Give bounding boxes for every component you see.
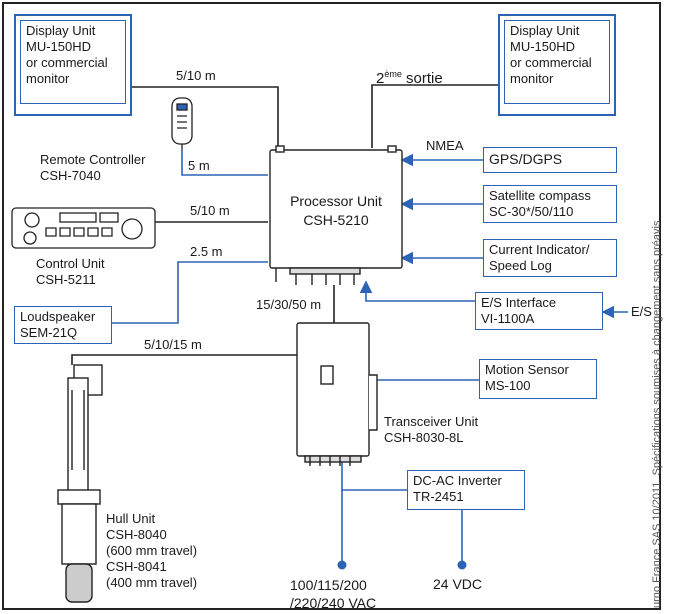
remote-controller-model: CSH-7040 xyxy=(40,168,101,183)
satellite-compass-name: Satellite compass xyxy=(489,188,591,203)
side-copyright-note: urno France SAS 10/2011. Spécifications … xyxy=(651,220,663,608)
cable-display-left xyxy=(132,86,279,148)
hull-unit-travel-b: (400 mm travel) xyxy=(106,575,198,590)
hull-unit-travel-a: (600 mm travel) xyxy=(106,543,198,558)
remote-cable-length: 5 m xyxy=(188,158,210,173)
gps-name: GPS/DGPS xyxy=(489,151,563,167)
hull-unit-label: Hull Unit CSH-8040 (600 mm travel) CSH-8… xyxy=(106,511,197,591)
dc-power-terminal xyxy=(457,560,467,570)
hull-unit-model-a: CSH-8040 xyxy=(106,527,167,542)
current-indicator-name: Current Indicator/ xyxy=(489,242,590,257)
remote-controller-name: Remote Controller xyxy=(40,152,146,167)
motion-sensor-model: MS-100 xyxy=(485,378,531,393)
blue-cables xyxy=(112,150,628,563)
processor-unit-name: Processor Unit xyxy=(290,193,382,209)
display-left-line2: MU-150HD xyxy=(26,39,92,54)
cable-es-interface xyxy=(359,280,475,302)
ac-power-line2: /220/240 VAC xyxy=(290,595,377,611)
satellite-compass-box: Satellite compass SC-30*/50/110 xyxy=(483,185,617,223)
cable-length-top: 5/10 m xyxy=(176,68,216,83)
motion-sensor-name: Motion Sensor xyxy=(485,362,569,377)
processor-unit-label: Processor Unit CSH-5210 xyxy=(270,192,402,230)
inverter-box: DC-AC Inverter TR-2451 xyxy=(407,470,525,510)
motion-sensor-box: Motion Sensor MS-100 xyxy=(479,359,597,399)
loudspeaker-cable-length: 2.5 m xyxy=(190,244,223,259)
transceiver-unit-drawing xyxy=(296,322,378,466)
ac-power-label: 100/115/200 /220/240 VAC xyxy=(290,576,376,612)
processor-unit-model: CSH-5210 xyxy=(303,212,369,228)
transceiver-unit-model: CSH-8030-8L xyxy=(384,430,464,445)
hull-unit-model-b: CSH-8041 xyxy=(106,559,167,574)
ac-power-terminal xyxy=(337,560,347,570)
es-interface-box: E/S Interface VI-1100A xyxy=(475,292,603,330)
hull-unit-drawing xyxy=(57,364,103,603)
es-interface-name: E/S Interface xyxy=(481,295,557,310)
cable-display-right xyxy=(371,84,498,148)
display-unit-left: Display Unit MU-150HD or commercial moni… xyxy=(14,14,132,116)
display-right-line1: Display Unit xyxy=(510,23,580,38)
gps-box: GPS/DGPS xyxy=(483,147,617,173)
cable-inverter xyxy=(341,460,407,491)
display-unit-right-screen: Display Unit MU-150HD or commercial moni… xyxy=(504,20,610,104)
remote-controller-drawing xyxy=(171,97,193,150)
current-indicator-box: Current Indicator/ Speed Log xyxy=(483,239,617,277)
hull-unit-name: Hull Unit xyxy=(106,511,156,526)
inverter-model: TR-2451 xyxy=(413,489,464,504)
ac-power-line1: 100/115/200 xyxy=(290,577,367,593)
control-unit-model: CSH-5211 xyxy=(36,272,96,287)
processor-transceiver-cable-length: 15/30/50 m xyxy=(256,297,322,312)
es-interface-model: VI-1100A xyxy=(481,311,535,326)
processor-unit-drawing xyxy=(269,145,403,285)
display-left-line1: Display Unit xyxy=(26,23,96,38)
display-left-line4: monitor xyxy=(26,71,70,86)
satellite-compass-model: SC-30*/50/110 xyxy=(489,204,574,219)
display-unit-right: Display Unit MU-150HD or commercial moni… xyxy=(498,14,616,116)
control-unit-name: Control Unit xyxy=(36,256,105,271)
loudspeaker-box: Loudspeaker SEM-21Q xyxy=(14,306,112,344)
current-indicator-sub: Speed Log xyxy=(489,258,552,273)
display-left-line3: or commercial xyxy=(26,55,108,70)
loudspeaker-name: Loudspeaker xyxy=(20,309,96,324)
cable-loudspeaker xyxy=(112,261,268,324)
display-right-line3: or commercial xyxy=(510,55,592,70)
nmea-label: NMEA xyxy=(426,138,464,153)
transceiver-unit-name: Transceiver Unit xyxy=(384,414,479,429)
second-output-label: 2ème sortie xyxy=(376,69,443,87)
dc-power-label: 24 VDC xyxy=(433,576,483,592)
cable-remote xyxy=(181,150,268,176)
diagram-frame xyxy=(2,2,661,610)
control-unit-cable-length: 5/10 m xyxy=(190,203,230,218)
cable-hull-unit xyxy=(71,354,297,365)
loudspeaker-model: SEM-21Q xyxy=(20,325,78,340)
display-right-line2: MU-150HD xyxy=(510,39,576,54)
control-unit-drawing xyxy=(11,207,156,249)
inverter-name: DC-AC Inverter xyxy=(413,473,502,488)
display-right-line4: monitor xyxy=(510,71,554,86)
hull-cable-length: 5/10/15 m xyxy=(144,337,202,352)
es-input-label: E/S xyxy=(631,304,652,319)
display-unit-left-screen: Display Unit MU-150HD or commercial moni… xyxy=(20,20,126,104)
black-cables xyxy=(71,84,498,365)
